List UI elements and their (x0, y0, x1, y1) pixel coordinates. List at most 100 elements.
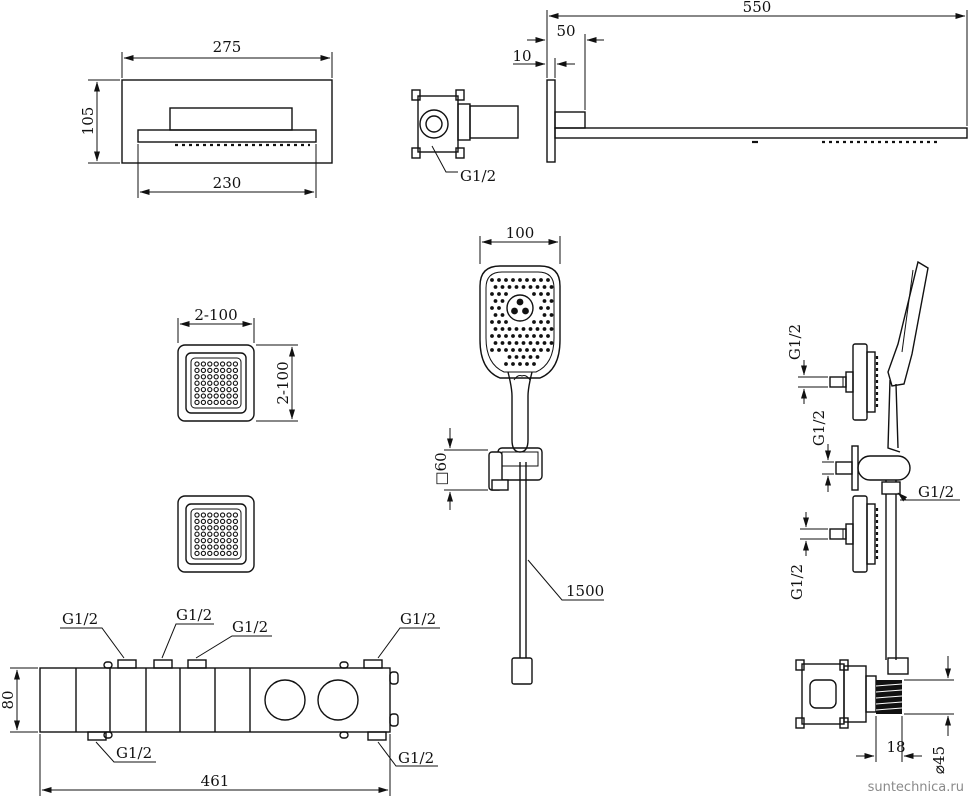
hand-nozzle-dot (546, 348, 550, 352)
arm-length-label: 550 (743, 0, 772, 16)
nozzle-dot (219, 544, 226, 550)
hand-nozzle-dot (528, 355, 533, 359)
hand-nozzle-dot (504, 292, 508, 296)
nozzle-dot (213, 537, 219, 544)
hand-nozzle-dot (497, 306, 501, 310)
nozzle-dot (207, 374, 213, 380)
nozzle-dot (219, 393, 226, 399)
hand-nozzle-dot (535, 341, 540, 345)
nozzle-dot (194, 518, 200, 525)
hand-nozzle-dot (518, 334, 522, 338)
nozzle-dot (194, 399, 200, 406)
nozzle-dot (232, 380, 239, 386)
hand-nozzle-dot (542, 341, 547, 345)
nozzle-dot (194, 531, 200, 537)
nozzle-dot (207, 393, 213, 399)
nozzle-dot (226, 550, 232, 557)
hand-nozzle-dot (490, 306, 494, 310)
side-thread-4-label: G1/2 (788, 564, 806, 600)
hand-nozzle-dot (511, 334, 515, 338)
hand-nozzle-dot (514, 327, 519, 331)
hand-nozzle-dot (500, 299, 505, 303)
nozzle-dot (219, 361, 226, 367)
nozzle-dot (207, 399, 213, 406)
nozzle-dot (232, 512, 239, 518)
concealed-box-top: G1/2 (411, 89, 519, 185)
hand-nozzle-dot (500, 341, 505, 345)
hand-nozzle-dot (500, 327, 505, 331)
hand-nozzle-dot (511, 362, 515, 366)
hand-nozzle-dot (511, 348, 515, 352)
nozzle-dot (194, 361, 200, 367)
hand-nozzle-dot (546, 306, 550, 310)
nozzle-dot (194, 393, 200, 399)
nozzle-dot (232, 537, 239, 544)
hand-nozzle-dot (539, 348, 543, 352)
mixer-top-4-label: G1/2 (400, 610, 436, 628)
nozzle-dot (194, 386, 200, 393)
nozzle-dot (232, 518, 239, 525)
nozzle-dot (226, 525, 232, 531)
nozzle-dot (219, 399, 226, 406)
nozzle-dot (232, 550, 239, 557)
nozzle-dot (213, 544, 219, 550)
hand-nozzle-dot (493, 313, 498, 317)
nozzle-dot (194, 550, 200, 557)
hand-nozzle-dot (549, 341, 554, 345)
hand-nozzle-dot (539, 292, 543, 296)
nozzle-dot (200, 367, 207, 374)
hand-nozzle-dot (490, 348, 494, 352)
nozzle-dot (226, 518, 232, 525)
hand-nozzle-dot (521, 327, 526, 331)
hand-nozzle-dot (518, 278, 522, 282)
hand-nozzle-dot (542, 313, 547, 317)
body-jet-top: 2-100 2-100 (177, 306, 298, 422)
hand-nozzle-dot (525, 278, 529, 282)
nozzle-dot (200, 393, 207, 399)
hand-nozzle-dot (514, 355, 519, 359)
hand-nozzle-dot (535, 327, 540, 331)
nozzle-dot (213, 367, 219, 374)
nozzle-dot (207, 544, 213, 550)
nozzle-dot (194, 525, 200, 531)
nozzle-dot (200, 518, 207, 525)
hand-nozzle-dot (532, 278, 536, 282)
nozzle-dot (200, 361, 207, 367)
hand-width-label: 100 (506, 224, 535, 242)
side-elevation-view: G1/2 G1/2 G1/2 G1/2 (786, 260, 960, 774)
hand-nozzle-dot (504, 362, 508, 366)
hand-nozzle-dot (535, 285, 540, 289)
nozzle-dot (213, 393, 219, 399)
hand-nozzle-dot (525, 348, 529, 352)
nozzle-dot (226, 399, 232, 406)
hand-nozzle-dot (549, 299, 554, 303)
nozzle-dot (219, 380, 226, 386)
hand-nozzle-dot (546, 278, 550, 282)
valve-diameter-label: ⌀45 (930, 746, 948, 774)
nozzle-dot (213, 361, 219, 367)
nozzle-dot (213, 399, 219, 406)
nozzle-dot (213, 374, 219, 380)
hand-nozzle-dot (539, 306, 543, 310)
nozzle-dot (207, 367, 213, 374)
hand-nozzle-dot (504, 278, 508, 282)
hand-nozzle-dot (521, 355, 526, 359)
arm-plate-label: 10 (512, 47, 531, 65)
hand-nozzle-dot (500, 313, 505, 317)
nozzle-dot (226, 380, 232, 386)
rain-plate-label: 230 (213, 174, 242, 192)
hand-nozzle-dot (542, 285, 547, 289)
nozzle-dot (232, 374, 239, 380)
nozzle-dot (194, 544, 200, 550)
nozzle-dot (226, 544, 232, 550)
nozzle-dot (200, 374, 207, 380)
nozzle-dot (232, 544, 239, 550)
nozzle-dot (194, 367, 200, 374)
nozzle-dot (200, 537, 207, 544)
side-thread-1-label: G1/2 (786, 324, 804, 360)
hand-nozzle-dot (539, 334, 543, 338)
nozzle-dot (219, 537, 226, 544)
nozzle-dot (219, 531, 226, 537)
hand-nozzle-dot (511, 278, 515, 282)
